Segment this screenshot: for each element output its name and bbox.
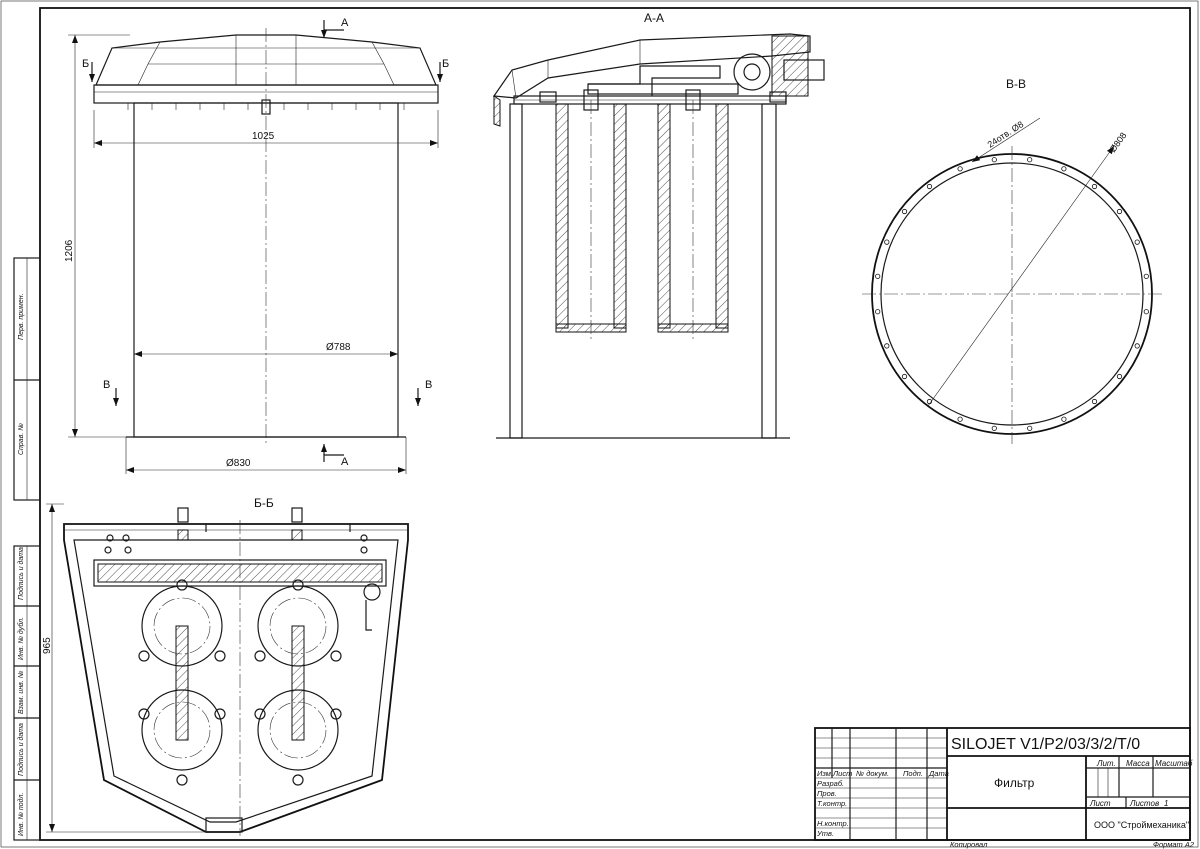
stamp-inv-dubl: Инв. № дубл. (17, 617, 25, 660)
dim-diameter-inner: Ø788 (326, 342, 351, 353)
tb-row-nkontr: Н.контр. (817, 819, 849, 828)
front-view: 1025 1206 Ø788 Ø830 А А Б Б В В (64, 17, 449, 474)
tb-row-utv: Утв. (816, 829, 834, 838)
dim-holes: 24отв. Ø8 (986, 119, 1026, 150)
ring-hole (1061, 416, 1067, 422)
tb-col-date: Дата (928, 769, 949, 778)
section-aa-label: А-А (644, 11, 664, 25)
dim-diameter-base: Ø830 (226, 458, 251, 469)
tb-sheets: Листов (1129, 799, 1159, 808)
marker-b-left: Б (82, 58, 89, 70)
tb-col-doc: № докум. (856, 769, 889, 778)
ring-hole (901, 208, 908, 215)
tb-designation: SILOJET V1/P2/03/3/2/T/0 (951, 736, 1140, 753)
ring-hole (1116, 373, 1123, 380)
stamp-vzam-inv: Взам. инв. № (18, 670, 25, 714)
tb-scale: Масштаб (1155, 759, 1193, 768)
ring-hole (875, 273, 881, 279)
tb-row-razrab: Разраб. (817, 779, 844, 788)
ring-hole (957, 166, 963, 172)
ring-hole (1143, 309, 1149, 315)
marker-a-top: А (341, 17, 349, 29)
ring-hole (1061, 166, 1067, 172)
tb-name: Фильтр (994, 776, 1035, 790)
tb-col-izm: Изм. (817, 769, 833, 778)
tb-col-sign: Подп. (903, 769, 923, 778)
dim-diameter-ring: Ø808 (1108, 130, 1129, 154)
ring-hole (1134, 343, 1140, 349)
ring-hole (991, 425, 997, 431)
stamp-podp-data-1: Подпись и дата (17, 547, 25, 600)
tb-row-tkontr: Т.контр. (817, 799, 847, 808)
stamp-inv-podl: Инв. № подл. (17, 793, 25, 836)
tb-row-prov: Пров. (817, 789, 837, 798)
ring-hole (1027, 157, 1033, 163)
ring-hole (901, 373, 908, 380)
ring-holes (875, 157, 1149, 431)
ring-hole (1027, 425, 1033, 431)
ring-hole (1134, 239, 1140, 245)
title-block: Изм. Лист № докум. Подп. Дата Разраб. Пр… (814, 727, 1195, 849)
ring-hole (1116, 208, 1123, 215)
stamp-sprav-no: Справ. № (18, 423, 25, 455)
tb-format: Формат А2 (1153, 840, 1195, 849)
section-bb-label: Б-Б (254, 496, 274, 510)
section-aa-view: А-А (492, 11, 825, 439)
section-vv-view: В-В Ø808 24отв. Ø8 (862, 77, 1162, 444)
ring-hole (926, 183, 933, 190)
marker-b-right: Б (442, 58, 449, 70)
tb-copied: Копировал (950, 840, 988, 849)
tb-company: ООО "Строймеханика" (1094, 820, 1189, 830)
marker-v-left: В (103, 379, 110, 391)
ring-hole (1143, 273, 1149, 279)
ring-hole (1091, 183, 1098, 190)
tb-sheets-count: 1 (1164, 799, 1168, 808)
stamp-perv-primen: Перв. примен. (18, 293, 25, 340)
ring-hole (1091, 398, 1098, 405)
stamp-podp-data-2: Подпись и дата (17, 723, 25, 776)
marker-a-bottom: А (341, 456, 349, 468)
dim-height-plan: 965 (42, 637, 53, 654)
ring-hole (875, 309, 881, 315)
marker-v-right: В (425, 379, 432, 391)
ring-hole (957, 416, 963, 422)
plan-bolts (104, 534, 368, 554)
dim-height-total: 1206 (64, 239, 75, 262)
tb-sheet: Лист (1089, 799, 1111, 808)
section-bb-view: Б-Б (42, 496, 409, 836)
tb-lit: Лит. (1096, 759, 1116, 768)
dim-width-top: 1025 (252, 131, 275, 142)
tb-col-list: Лист (832, 769, 852, 778)
side-stamp-upper: Перв. примен. Справ. № (13, 257, 41, 501)
ring-hole (884, 239, 890, 245)
ring-hole (884, 343, 890, 349)
side-stamp-lower: Подпись и дата Инв. № дубл. Взам. инв. №… (13, 545, 41, 841)
section-vv-label: В-В (1006, 77, 1026, 91)
tb-mass: Масса (1126, 759, 1150, 768)
ring-hole (991, 157, 997, 163)
